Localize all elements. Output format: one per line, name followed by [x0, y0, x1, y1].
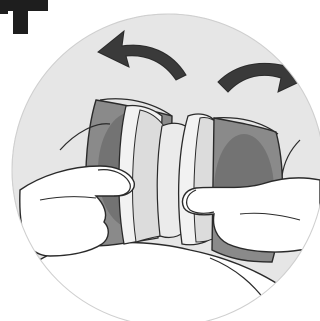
step-number-badge: [0, 0, 48, 34]
